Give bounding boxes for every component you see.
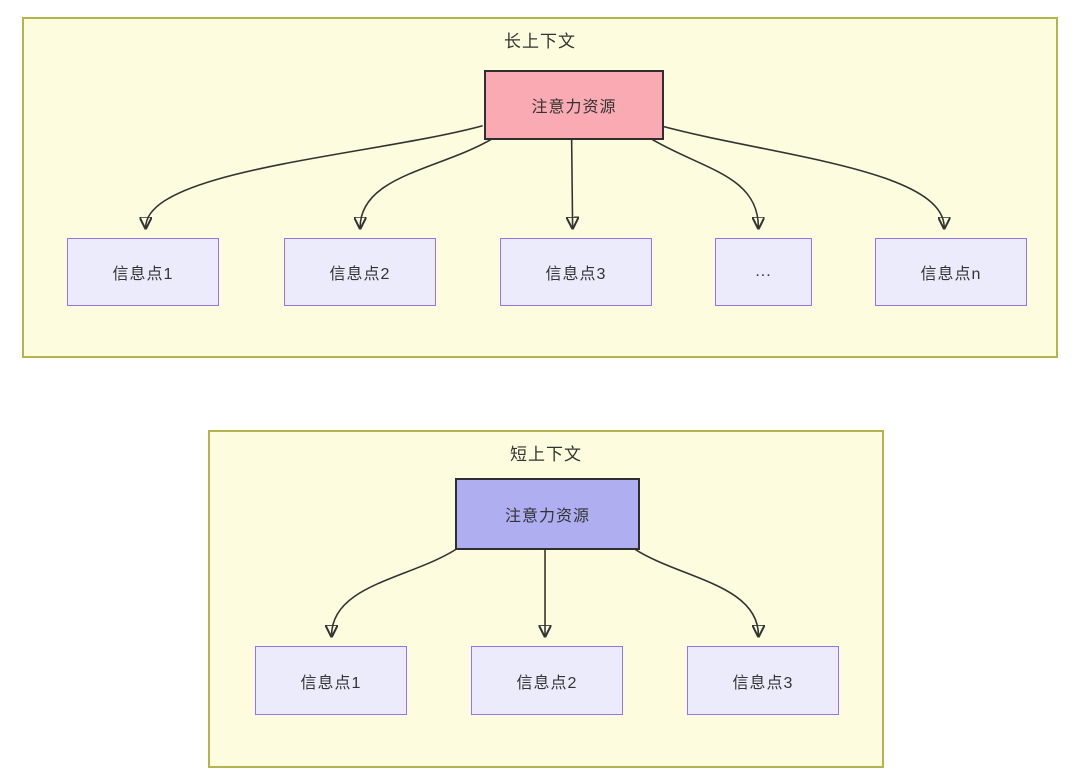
arrow-attention-to-info3 xyxy=(633,547,759,636)
long-context-container: 长上下文 注意力资源 信息点1 信息点2 信息点3 ... 信息点n xyxy=(22,17,1058,358)
short-info-node-1: 信息点1 xyxy=(255,646,407,715)
short-attention-resource-node: 注意力资源 xyxy=(455,478,640,550)
short-info-node-2: 信息点2 xyxy=(471,646,623,715)
arrow-attention-to-info4 xyxy=(650,137,759,228)
arrow-attention-to-info5 xyxy=(660,124,945,228)
long-info-node-n: 信息点n xyxy=(875,238,1027,306)
short-info-node-3: 信息点3 xyxy=(687,646,839,715)
short-context-container: 短上下文 注意力资源 信息点1 信息点2 信息点3 xyxy=(208,430,884,768)
long-attention-resource-node: 注意力资源 xyxy=(484,70,664,140)
arrow-attention-to-info1 xyxy=(332,547,458,636)
long-context-title: 长上下文 xyxy=(504,32,576,51)
arrow-attention-to-info3 xyxy=(572,138,573,228)
long-info-node-3: 信息点3 xyxy=(500,238,652,306)
arrow-attention-to-info2 xyxy=(360,137,493,228)
long-info-node-ellipsis: ... xyxy=(715,238,812,306)
arrow-attention-to-info1 xyxy=(146,124,483,228)
short-context-title: 短上下文 xyxy=(510,445,582,464)
long-info-node-2: 信息点2 xyxy=(284,238,436,306)
long-info-node-1: 信息点1 xyxy=(67,238,219,306)
